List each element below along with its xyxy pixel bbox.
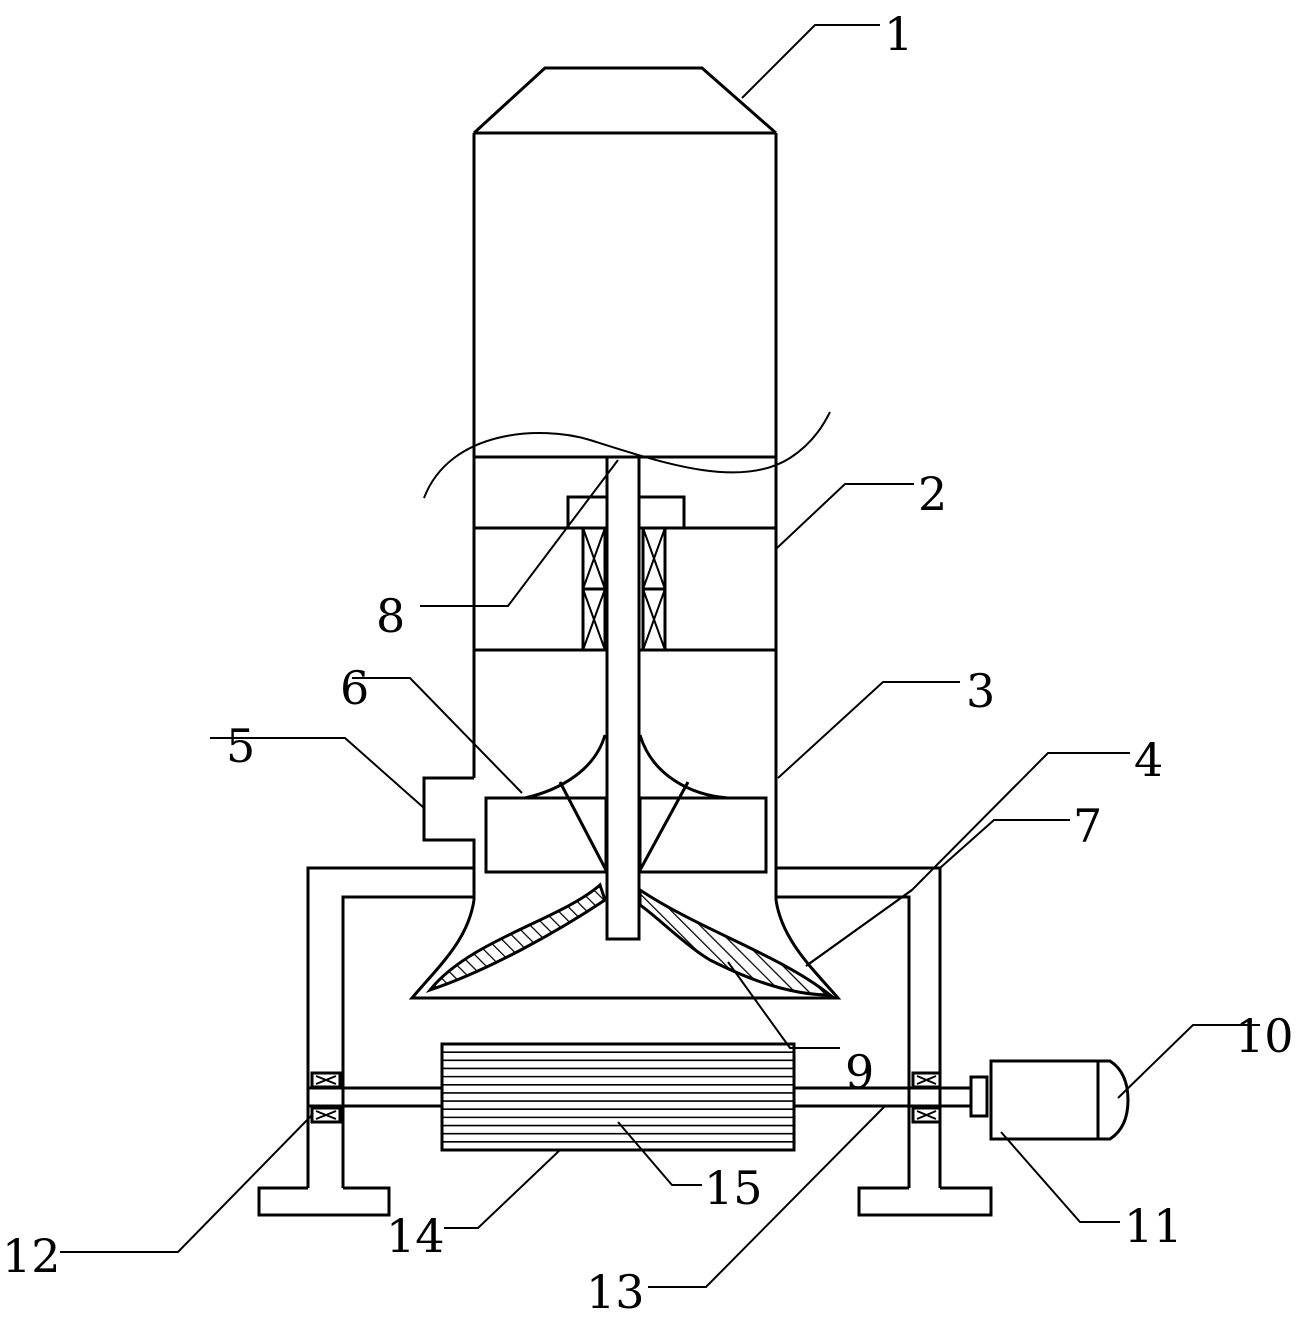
- callout-12: 12: [2, 1229, 61, 1283]
- callout-14: 14: [386, 1209, 445, 1263]
- callouts: 1 2 3 4 5 6 7 8 9 10 11 12 13 14 15: [2, 7, 1294, 1318]
- top-cap: [472, 66, 777, 135]
- callout-5: 5: [226, 719, 255, 773]
- impeller: [484, 734, 768, 874]
- callout-8: 8: [376, 589, 405, 643]
- callout-4: 4: [1134, 733, 1163, 787]
- callout-13: 13: [586, 1265, 645, 1318]
- callout-1: 1: [884, 7, 913, 61]
- callout-15: 15: [704, 1161, 763, 1215]
- feet: [257, 1186, 993, 1217]
- bearing-stack: [581, 526, 667, 652]
- callout-2: 2: [918, 467, 947, 521]
- callout-3: 3: [966, 664, 995, 718]
- hatched-spreader: [425, 882, 835, 997]
- callout-10: 10: [1235, 1009, 1294, 1063]
- roller-drum: [440, 1042, 796, 1152]
- leader-lines-detail: [60, 459, 1260, 1288]
- callout-6: 6: [340, 661, 369, 715]
- vertical-shaft: [605, 455, 641, 941]
- callout-9: 9: [845, 1045, 874, 1099]
- inlet-pipe: [422, 776, 476, 900]
- cone-bottom: [408, 899, 842, 1000]
- callout-7: 7: [1073, 799, 1102, 853]
- callout-11: 11: [1124, 1199, 1183, 1253]
- coupling: [969, 1075, 989, 1118]
- motor: [989, 1059, 1130, 1141]
